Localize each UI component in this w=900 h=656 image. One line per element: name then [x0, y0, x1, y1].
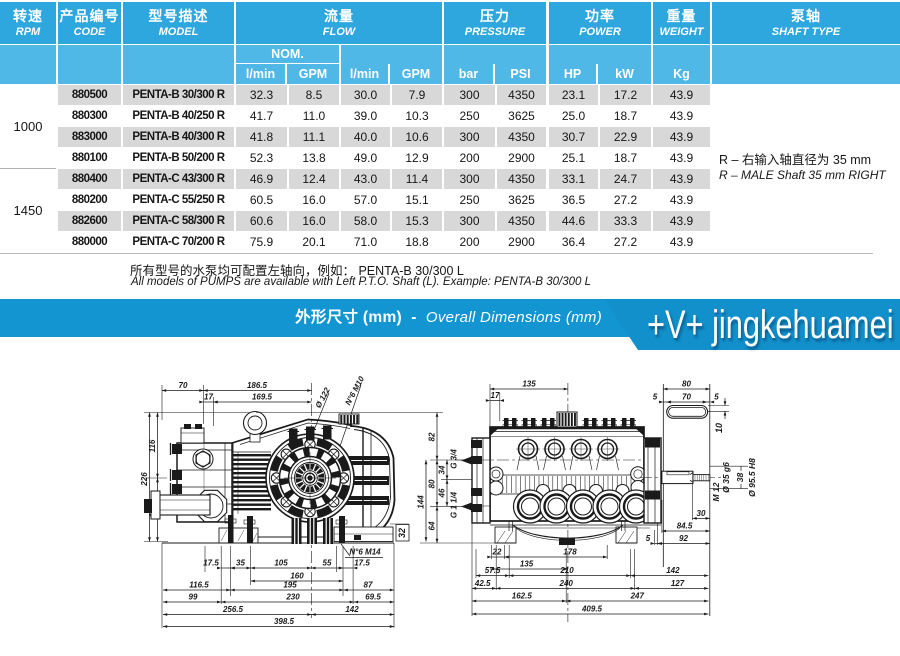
svg-text:127: 127: [671, 579, 685, 588]
svg-text:70: 70: [682, 393, 691, 402]
svg-text:256.5: 256.5: [222, 605, 244, 614]
svg-text:99: 99: [189, 593, 198, 602]
svg-text:162.5: 162.5: [512, 592, 533, 601]
svg-text:N°6 M14: N°6 M14: [349, 548, 381, 557]
svg-text:55: 55: [323, 559, 332, 568]
svg-text:87: 87: [364, 581, 373, 590]
svg-text:69.5: 69.5: [365, 593, 381, 602]
svg-text:17.5: 17.5: [354, 559, 370, 568]
svg-text:186.5: 186.5: [247, 381, 268, 390]
svg-text:116: 116: [148, 439, 157, 452]
svg-text:169.5: 169.5: [252, 393, 273, 402]
svg-text:70: 70: [179, 381, 188, 390]
svg-text:144: 144: [417, 495, 426, 509]
svg-text:10: 10: [714, 423, 724, 433]
svg-text:398.5: 398.5: [274, 617, 295, 626]
svg-text:210: 210: [559, 566, 574, 575]
svg-text:17: 17: [204, 393, 213, 402]
svg-text:230: 230: [285, 593, 300, 602]
svg-text:195: 195: [283, 581, 297, 590]
svg-text:142: 142: [345, 605, 359, 614]
svg-text:Ø 95.5 H8: Ø 95.5 H8: [747, 458, 757, 497]
svg-text:32: 32: [397, 528, 407, 538]
svg-text:142: 142: [666, 566, 680, 575]
svg-text:240: 240: [559, 579, 574, 588]
svg-text:226: 226: [140, 472, 149, 487]
svg-text:409.5: 409.5: [581, 605, 603, 614]
svg-text:135: 135: [522, 380, 536, 389]
svg-text:17.5: 17.5: [203, 559, 219, 568]
svg-text:82: 82: [428, 432, 437, 441]
svg-text:135: 135: [520, 560, 534, 569]
svg-text:30: 30: [697, 509, 706, 518]
svg-text:105: 105: [274, 559, 288, 568]
svg-text:80: 80: [682, 380, 691, 389]
svg-text:G 3/4: G 3/4: [450, 449, 459, 469]
svg-text:84.5: 84.5: [677, 522, 693, 531]
svg-text:34: 34: [438, 465, 447, 474]
svg-text:64: 64: [428, 521, 437, 530]
svg-text:5: 5: [653, 393, 658, 402]
svg-text:M 12: M 12: [711, 482, 721, 501]
svg-text:46: 46: [438, 488, 447, 498]
svg-text:57.5: 57.5: [485, 566, 501, 575]
svg-text:17: 17: [491, 391, 500, 400]
svg-text:92: 92: [679, 534, 688, 543]
svg-text:G 1 1/4: G 1 1/4: [450, 491, 459, 518]
svg-text:116.5: 116.5: [189, 581, 209, 590]
svg-text:42.5: 42.5: [474, 579, 491, 588]
svg-text:247: 247: [630, 592, 645, 601]
svg-text:178: 178: [563, 548, 577, 557]
svg-text:Ø 122: Ø 122: [314, 386, 332, 410]
svg-text:Ø 35 g6: Ø 35 g6: [721, 462, 731, 493]
svg-text:5: 5: [714, 393, 719, 402]
svg-text:5: 5: [646, 534, 651, 543]
svg-text:35: 35: [236, 559, 245, 568]
svg-text:160: 160: [290, 572, 304, 581]
svg-text:38: 38: [735, 473, 745, 483]
svg-text:22: 22: [492, 548, 502, 557]
svg-text:80: 80: [428, 479, 437, 488]
